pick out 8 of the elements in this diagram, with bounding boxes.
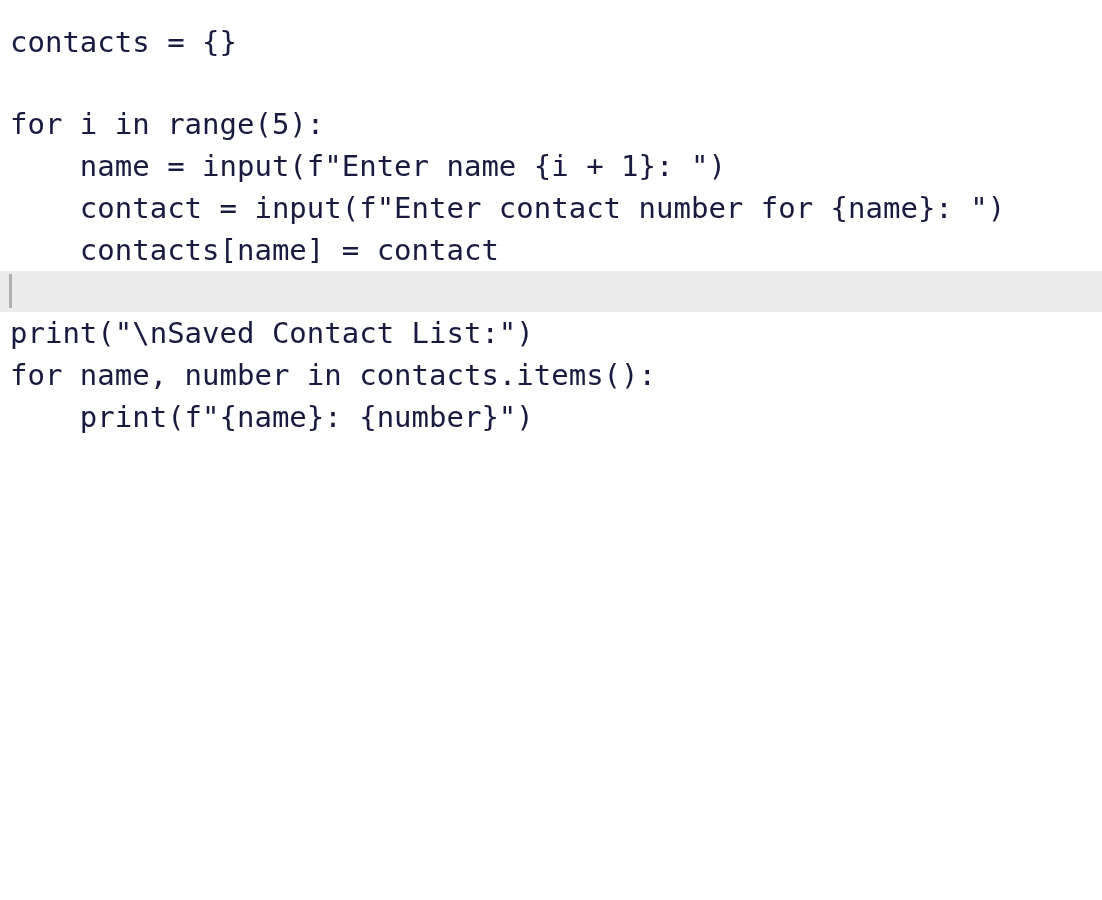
code-line: contact = input(f"Enter contact number for {name}: ") <box>78 190 1006 227</box>
code-line: contacts[name] = contact <box>78 232 499 269</box>
code-line: print("\nSaved Contact List:") <box>10 315 534 352</box>
code-line: for name, number in contacts.items(): <box>10 357 656 394</box>
code-line: name = input(f"Enter name {i + 1}: ") <box>78 148 726 185</box>
code-line: contacts = {} <box>10 24 237 61</box>
code-line: print(f"{name}: {number}") <box>78 399 534 436</box>
code-line: for i in range(5): <box>10 106 325 143</box>
